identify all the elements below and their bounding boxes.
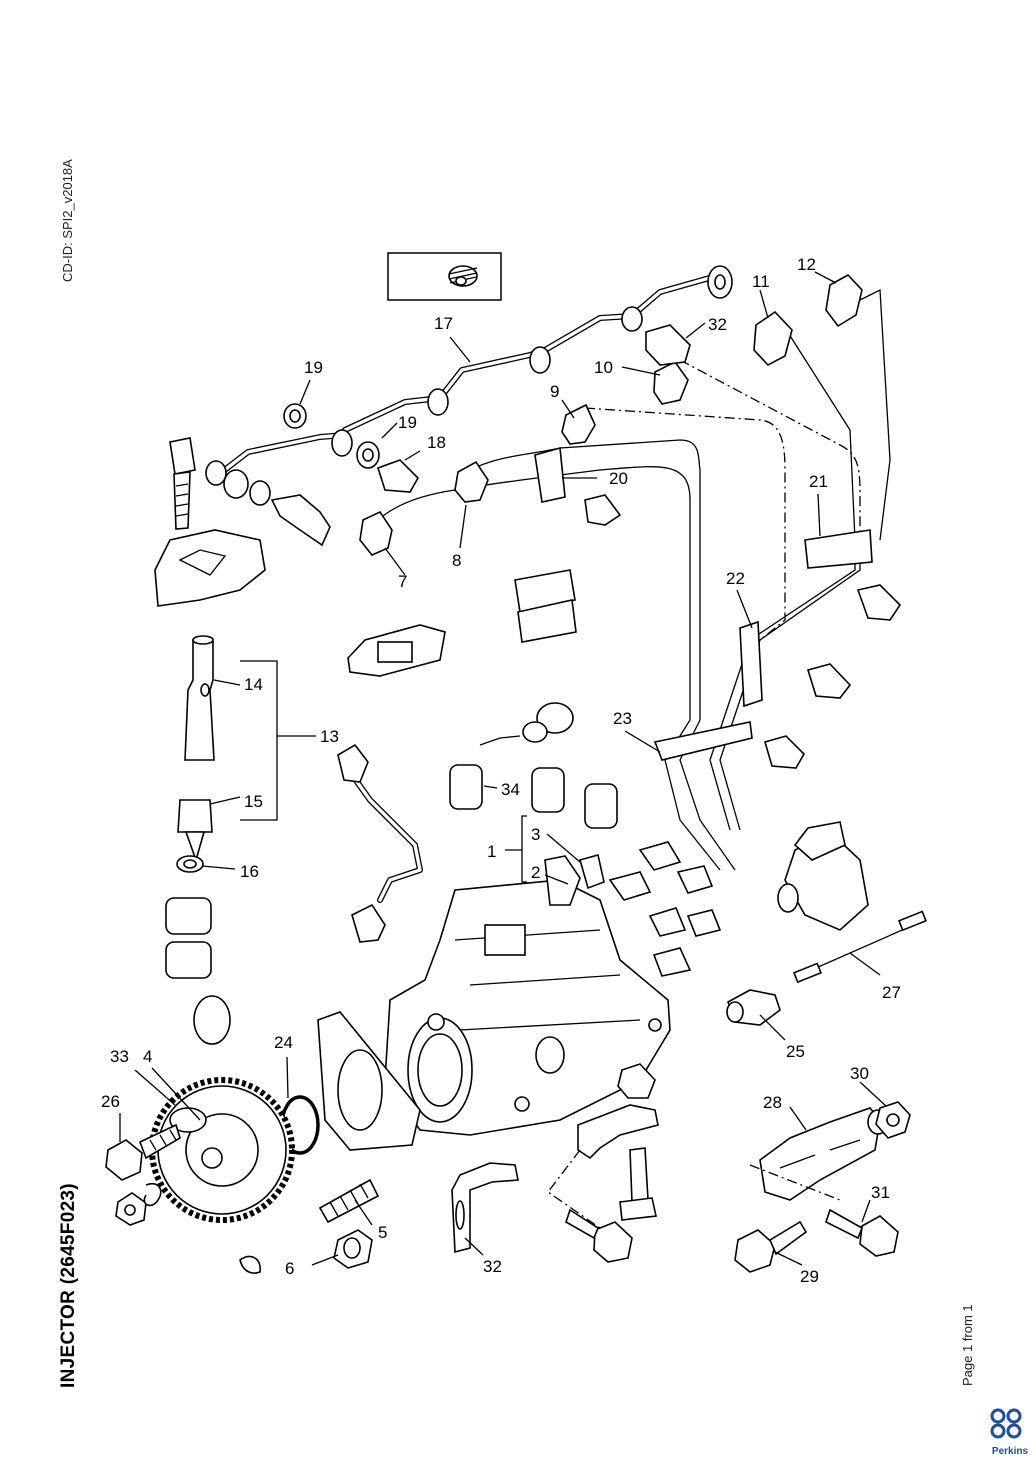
callout-27: 27 (882, 983, 901, 1002)
callout-10: 10 (594, 358, 613, 377)
callout-2: 2 (531, 863, 540, 882)
fuel-injection-pump (280, 855, 671, 1155)
callout-6: 6 (285, 1259, 294, 1278)
callout-34: 34 (501, 780, 520, 799)
delivery-valve-fittings (505, 815, 722, 977)
callout-31: 31 (871, 1183, 890, 1202)
nut-30 (875, 1101, 911, 1139)
callout-33: 33 (110, 1047, 129, 1066)
callout-19-mid: 19 (398, 413, 417, 432)
fuel-pipe-assembly (219, 265, 733, 475)
callout-19-top: 19 (304, 358, 323, 377)
callout-24: 24 (274, 1033, 293, 1052)
callout-29: 29 (800, 1267, 819, 1286)
callout-3: 3 (531, 825, 540, 844)
callout-bracket-13 (240, 660, 316, 821)
sleeves-34 (449, 764, 618, 829)
callout-13: 13 (320, 727, 339, 746)
control-rod (792, 910, 927, 984)
callout-32-top: 32 (708, 315, 727, 334)
perkins-logo-text: Perkins (991, 1446, 1029, 1457)
callout-28: 28 (763, 1093, 782, 1112)
callout-15: 15 (244, 792, 263, 811)
callout-9: 9 (550, 382, 559, 401)
callout-12: 12 (797, 255, 816, 274)
callout-11: 11 (752, 272, 770, 291)
banjo-bolt-and-washers (154, 403, 419, 607)
injector-assembly (165, 635, 231, 1045)
callout-21: 21 (809, 472, 828, 491)
callout-1: 1 (487, 842, 496, 861)
perkins-logo-icon (990, 1408, 1022, 1439)
perkins-logo: Perkins (988, 1408, 1032, 1457)
callout-25: 25 (786, 1042, 805, 1061)
sensor-switch (726, 989, 781, 1026)
callout-8: 8 (452, 551, 461, 570)
bolts-29-31 (734, 1208, 899, 1273)
bent-fuel-pipe (337, 743, 423, 943)
leak-off-pipe-assembly (359, 273, 902, 871)
callout-16: 16 (240, 862, 259, 881)
callout-22: 22 (726, 569, 745, 588)
bracket-28 (749, 1107, 889, 1201)
leader-lines (119, 271, 887, 1266)
callout-26: 26 (101, 1092, 120, 1111)
callout-20: 20 (609, 469, 628, 488)
callout-4: 4 (143, 1047, 152, 1066)
bracket-32-lower (451, 1063, 659, 1263)
callout-32-bottom: 32 (483, 1257, 502, 1276)
callout-7: 7 (398, 572, 407, 591)
pipe-insulators (347, 569, 577, 746)
inset-detail-box (387, 252, 502, 301)
callout-14: 14 (244, 675, 263, 694)
callout-17: 17 (434, 314, 453, 333)
stop-solenoid (777, 821, 869, 931)
callout-18: 18 (427, 433, 446, 452)
drive-gear-assembly (105, 1077, 380, 1274)
callout-30: 30 (850, 1064, 869, 1083)
callout-23: 23 (613, 709, 632, 728)
callout-5: 5 (378, 1223, 387, 1242)
callout-labels: 1 2 3 4 5 6 7 8 9 10 11 12 13 14 15 16 1… (101, 255, 901, 1286)
